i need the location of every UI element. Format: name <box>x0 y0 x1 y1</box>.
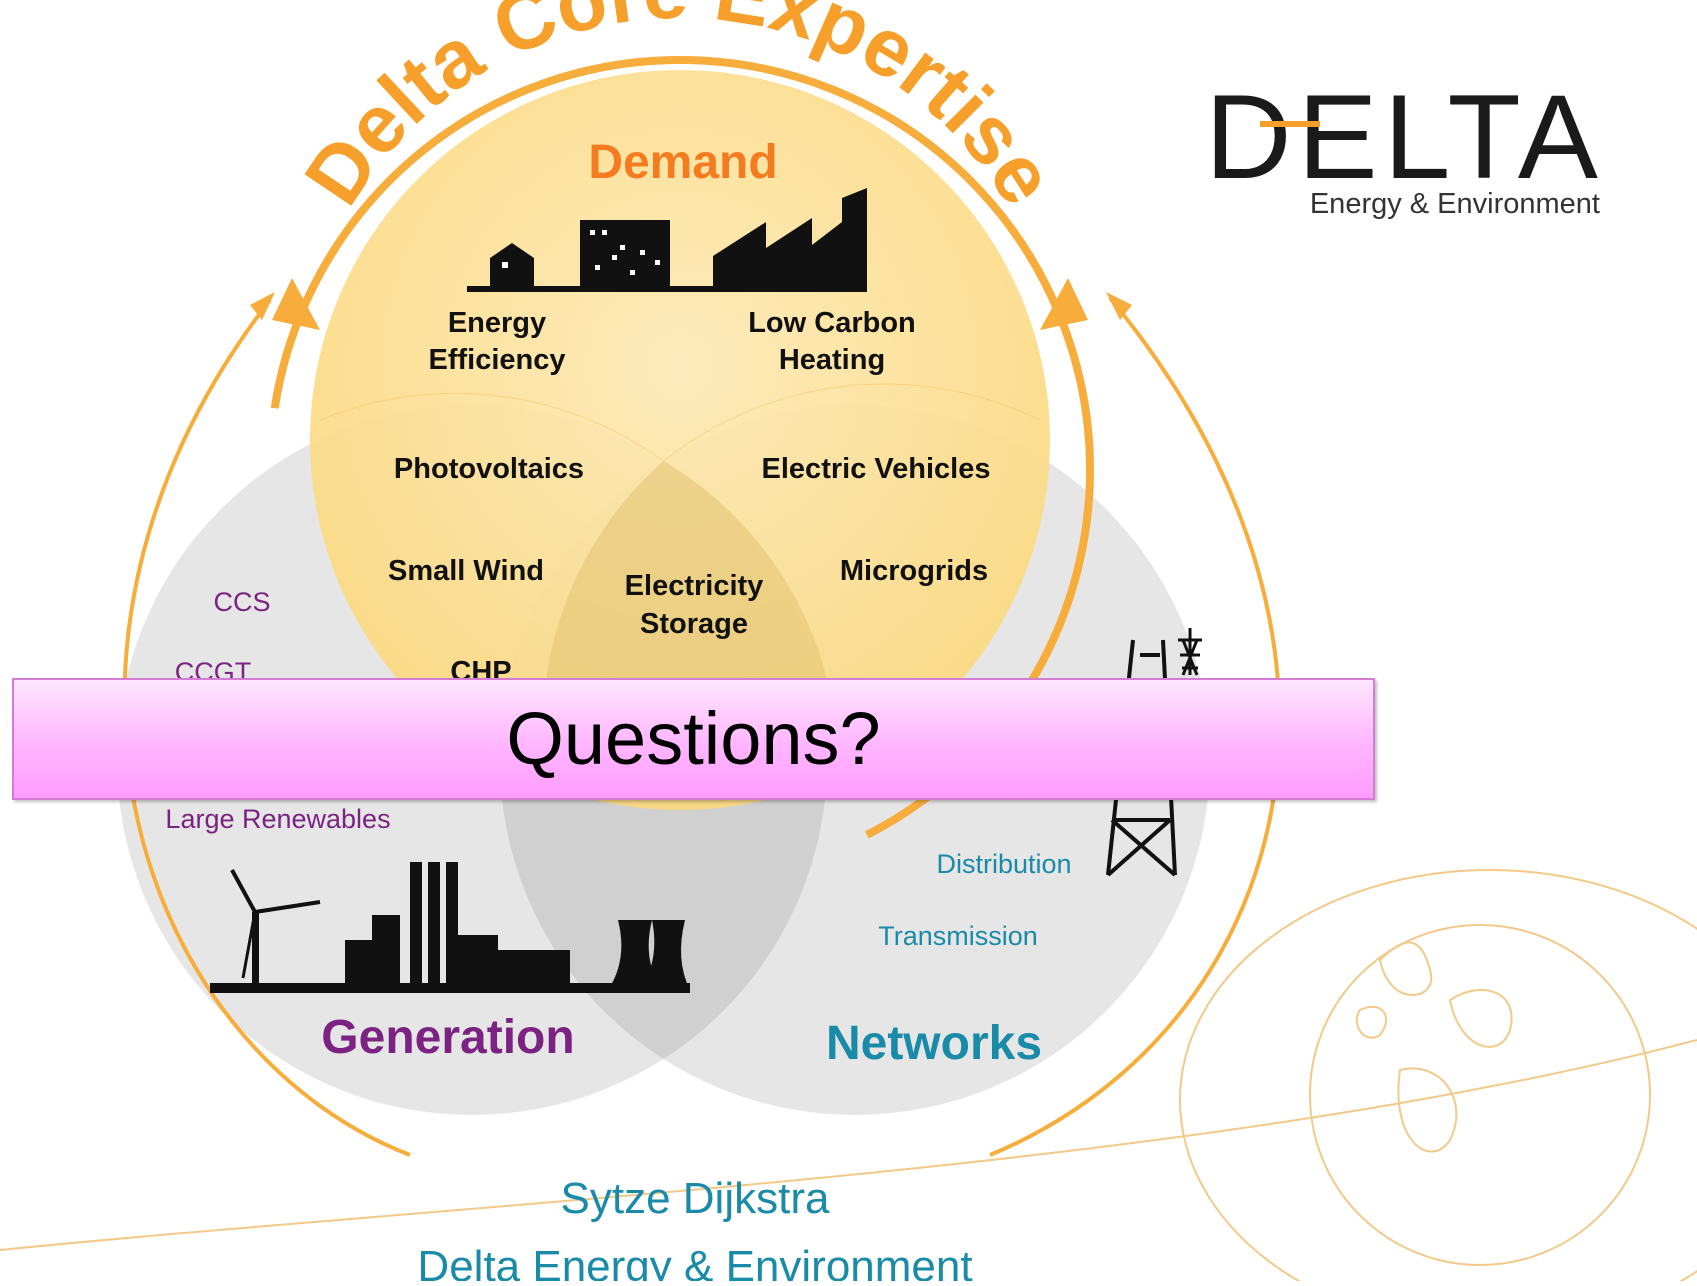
questions-banner: Questions? <box>12 678 1375 800</box>
energy-efficiency-line1: Energy <box>448 307 546 339</box>
ring-arrow-right-icon <box>1040 278 1088 330</box>
electricity-storage-line1: Electricity <box>625 570 764 602</box>
generation-label: Generation <box>321 1011 574 1064</box>
electric-vehicles-label: Electric Vehicles <box>762 453 991 485</box>
globe-illustration <box>0 869 1697 1286</box>
presenter-name: Sytze Dijkstra <box>561 1174 830 1223</box>
outer-arc-left <box>122 298 411 1157</box>
large-renewables-label: Large Renewables <box>165 804 390 834</box>
outer-arrow-left-icon <box>250 292 275 320</box>
outer-arrow-right-icon <box>1106 292 1132 320</box>
electricity-storage-line2: Storage <box>640 608 748 640</box>
distribution-label: Distribution <box>936 849 1071 879</box>
demand-ring <box>266 56 1094 884</box>
logo-accent-bar <box>1260 121 1320 127</box>
networks-label: Networks <box>826 1017 1042 1070</box>
generation-plant-icon <box>210 862 690 993</box>
logo-wordmark: DELTA <box>1205 70 1604 204</box>
presenter-organisation: Delta Energy & Environment <box>417 1242 972 1281</box>
questions-text: Questions? <box>506 697 881 780</box>
pylon-small-icon <box>1178 628 1202 676</box>
ccs-label: CCS <box>213 587 270 617</box>
ring-arrow-left-icon <box>272 278 320 330</box>
outer-arc-right <box>989 296 1282 1157</box>
microgrids-label: Microgrids <box>840 555 988 587</box>
small-wind-label: Small Wind <box>388 555 544 587</box>
transmission-label: Transmission <box>878 921 1038 951</box>
energy-efficiency-line2: Efficiency <box>429 344 566 376</box>
demand-label: Demand <box>588 136 777 189</box>
delta-logo: DELTA Energy & Environment <box>1205 70 1604 220</box>
low-carbon-heating-line2: Heating <box>779 344 885 376</box>
photovoltaics-label: Photovoltaics <box>394 453 584 485</box>
low-carbon-heating-line1: Low Carbon <box>748 307 916 339</box>
logo-tagline: Energy & Environment <box>1310 188 1600 220</box>
